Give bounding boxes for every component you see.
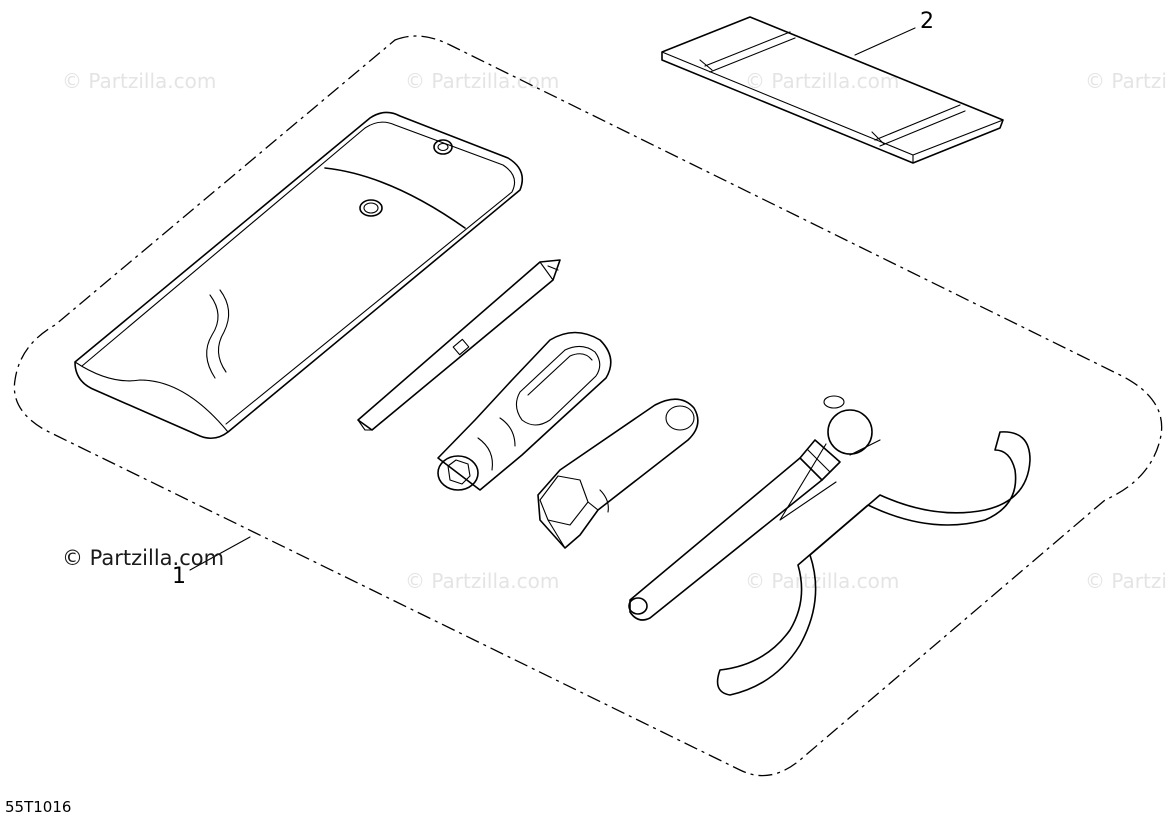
watermark-text: © Partzilla.com	[62, 69, 216, 93]
extension-bar-icon	[628, 395, 881, 621]
watermark-text: © Partzilla.com	[405, 69, 559, 93]
watermark-text: © Partzilla.com	[405, 569, 559, 593]
watermark-text: © Partzilla.com	[62, 546, 224, 570]
plug-wrench-icon	[537, 398, 699, 549]
drawing-code: 55T1016	[5, 798, 71, 816]
spanner-wrench-icon	[716, 431, 1031, 696]
tool-kit-outline	[13, 35, 1163, 777]
callout-1-leader	[189, 536, 251, 571]
tool-bag-icon	[74, 111, 524, 440]
watermark-text: © Partzilla.com	[745, 69, 899, 93]
tool-case-icon	[661, 16, 1004, 164]
callout-2-label: 2	[920, 9, 934, 34]
watermark-text: © Partzilla.com	[745, 569, 899, 593]
watermark-text: © Partzilla.com	[1085, 569, 1166, 593]
watermark-text: © Partzilla.com	[1085, 69, 1166, 93]
callout-1-label: 1	[172, 564, 186, 589]
callout-2-leader	[854, 27, 916, 56]
watermark-group: © Partzilla.com © Partzilla.com © Partzi…	[62, 69, 1166, 593]
screwdriver-icon	[357, 259, 561, 431]
socket-wrench-icon	[437, 331, 612, 491]
